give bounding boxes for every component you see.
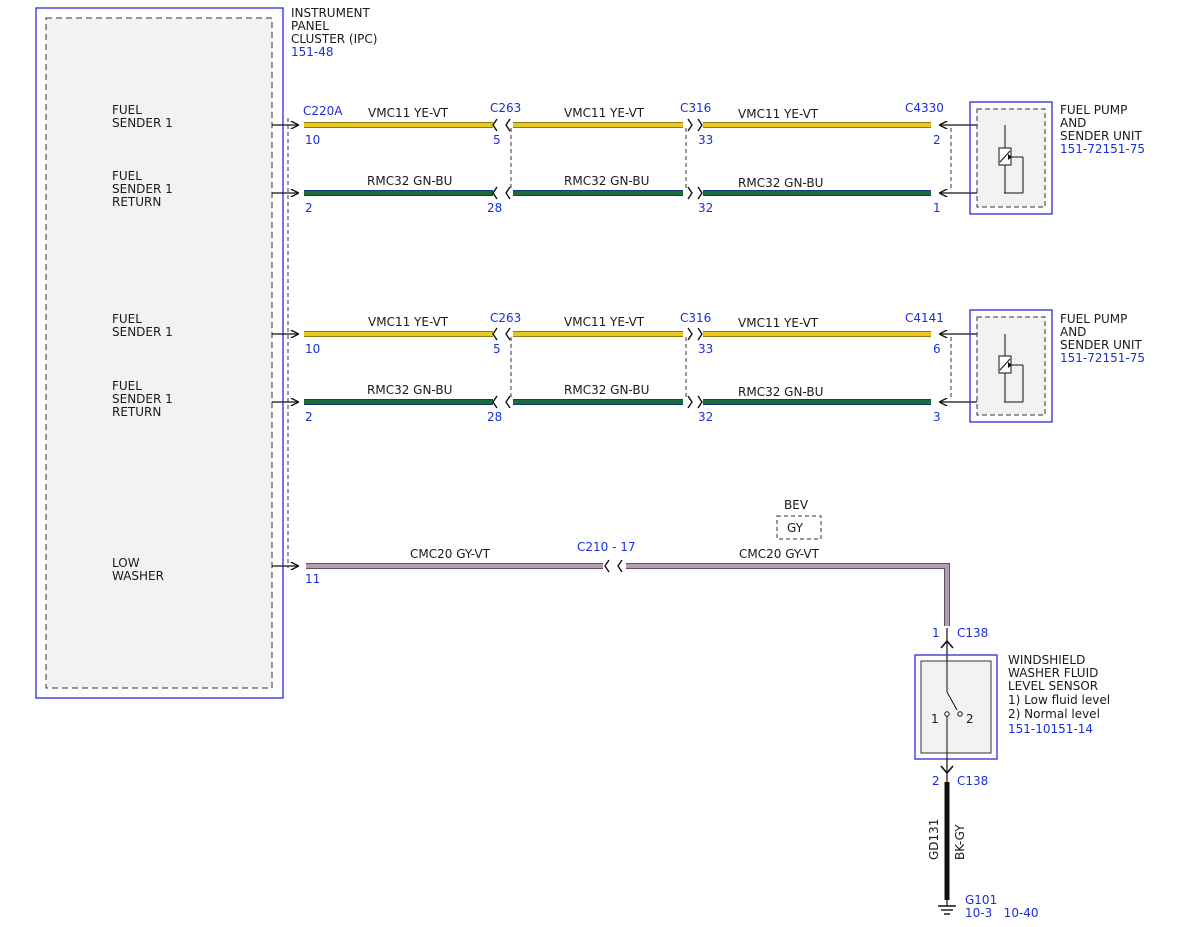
bev-color: GY: [787, 521, 804, 535]
pin-number: 28: [487, 201, 502, 215]
pin-number: 10: [305, 133, 320, 147]
pin-number: 2: [305, 410, 313, 424]
pin-number: 32: [698, 201, 713, 215]
pin-number: 10: [305, 342, 320, 356]
pin-number: 11: [305, 572, 320, 586]
connector-c316: C316: [680, 311, 711, 325]
fuel-pump-unit-1: [969, 101, 1053, 215]
wire-label-rmc32: RMC32 GN-BU: [738, 385, 823, 399]
wire-label-rmc32: RMC32 GN-BU: [738, 176, 823, 190]
washer-sensor-label: WINDSHIELD WASHER FLUID LEVEL SENSOR 1) …: [1008, 653, 1114, 721]
wire-label-vmc11: VMC11 YE-VT: [564, 106, 645, 120]
wire-label-bk-gy: BK-GY: [953, 824, 967, 860]
pin-label-fuel-sender-1-return: FUEL SENDER 1 RETURN: [112, 169, 177, 209]
switch-pos-2: 2: [966, 712, 974, 726]
wire-label-vmc11: VMC11 YE-VT: [738, 107, 819, 121]
pin-number: 1: [933, 201, 941, 215]
connector-c4330: C4330: [905, 101, 944, 115]
ipc-ref: 151-48: [291, 45, 334, 59]
wire-label-rmc32: RMC32 GN-BU: [367, 174, 452, 188]
pin-number: 33: [698, 133, 713, 147]
wire-label-vmc11: VMC11 YE-VT: [564, 315, 645, 329]
connector-c210: C210 - 17: [577, 540, 636, 554]
wire-label-cmc20: CMC20 GY-VT: [410, 547, 491, 561]
washer-sensor-ref: 151-10151-14: [1008, 722, 1093, 736]
bev-label: BEV: [784, 498, 809, 512]
fuel-pump-1-ref: 151-72151-75: [1060, 142, 1145, 156]
fuel-pump-unit-2: [969, 309, 1053, 423]
switch-pos-1: 1: [931, 712, 939, 726]
ipc-title: INSTRUMENT PANEL CLUSTER (IPC): [291, 6, 377, 46]
circuit-2: [272, 309, 1053, 423]
connector-c263: C263: [490, 311, 521, 325]
pin-label-fuel-sender-1-b: FUEL SENDER 1: [112, 312, 173, 339]
connector-c263: C263: [490, 101, 521, 115]
wire-label-vmc11: VMC11 YE-VT: [368, 106, 449, 120]
wire-label-gd131: GD131: [927, 819, 941, 860]
ground-id: G101: [965, 893, 997, 907]
wire-label-vmc11: VMC11 YE-VT: [368, 315, 449, 329]
fuel-pump-2-label: FUEL PUMP AND SENDER UNIT: [1060, 312, 1142, 352]
connector-c138: C138: [957, 774, 988, 788]
wire-label-cmc20: CMC20 GY-VT: [739, 547, 820, 561]
connector-c316: C316: [680, 101, 711, 115]
washer-circuit: [272, 515, 998, 915]
pin-number: 28: [487, 410, 502, 424]
pin-number: 3: [933, 410, 941, 424]
pin-label-fuel-sender-1-return-b: FUEL SENDER 1 RETURN: [112, 379, 177, 419]
wire-cmc20-seg2: [626, 564, 949, 626]
fuel-pump-1-label: FUEL PUMP AND SENDER UNIT: [1060, 103, 1142, 143]
ground-icon: [938, 905, 956, 915]
pin-label-fuel-sender-1: FUEL SENDER 1: [112, 103, 173, 130]
switch-contact-icon: [946, 691, 958, 711]
fuel-pump-2-ref: 151-72151-75: [1060, 351, 1145, 365]
pin-number: 5: [493, 133, 501, 147]
pin-number: 2: [305, 201, 313, 215]
pin-number: 2: [932, 774, 940, 788]
wire-label-vmc11: VMC11 YE-VT: [738, 316, 819, 330]
washer-fluid-level-sensor: [914, 654, 998, 760]
wire-label-rmc32: RMC32 GN-BU: [564, 174, 649, 188]
wire-label-rmc32: RMC32 GN-BU: [564, 383, 649, 397]
pin-label-low-washer: LOW WASHER: [112, 556, 164, 583]
ground-refs: 10-3 10-40: [965, 906, 1039, 920]
ipc-module: [35, 7, 284, 699]
pin-number: 5: [493, 342, 501, 356]
pin-number: 6: [933, 342, 941, 356]
pin-number: 33: [698, 342, 713, 356]
connector-c138: C138: [957, 626, 988, 640]
bev-variant-box: [776, 515, 822, 540]
wire-label-rmc32: RMC32 GN-BU: [367, 383, 452, 397]
connector-c4141: C4141: [905, 311, 944, 325]
pin-number: 1: [932, 626, 940, 640]
connector-c220a: C220A: [303, 104, 343, 118]
circuit-1: [272, 101, 1053, 215]
pin-number: 32: [698, 410, 713, 424]
pin-number: 2: [933, 133, 941, 147]
